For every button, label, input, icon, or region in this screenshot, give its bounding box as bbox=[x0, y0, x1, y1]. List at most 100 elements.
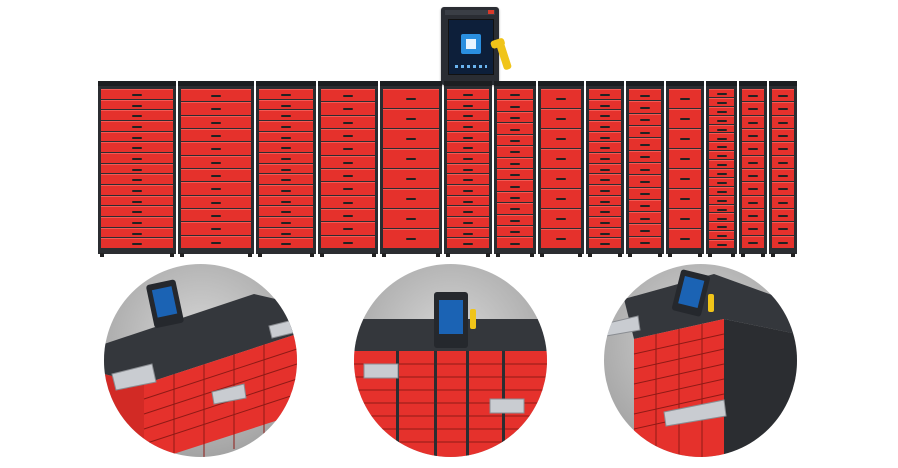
drawer[interactable] bbox=[259, 227, 313, 238]
drawer[interactable] bbox=[101, 217, 173, 227]
drawer[interactable] bbox=[541, 209, 581, 228]
drawer[interactable] bbox=[772, 195, 794, 208]
drawer[interactable] bbox=[259, 89, 313, 99]
drawer[interactable] bbox=[497, 134, 533, 146]
drawer[interactable] bbox=[321, 142, 375, 155]
drawer[interactable] bbox=[709, 151, 734, 160]
drawer[interactable] bbox=[383, 109, 439, 128]
drawer[interactable] bbox=[629, 125, 661, 138]
drawer[interactable] bbox=[259, 195, 313, 206]
drawer[interactable] bbox=[181, 168, 251, 182]
drawer[interactable] bbox=[321, 115, 375, 128]
drawer[interactable] bbox=[259, 185, 313, 195]
drawer[interactable] bbox=[629, 187, 661, 199]
drawer[interactable] bbox=[447, 99, 489, 110]
drawer[interactable] bbox=[447, 110, 489, 121]
drawer[interactable] bbox=[101, 185, 173, 195]
drawer[interactable] bbox=[497, 146, 533, 157]
drawer[interactable] bbox=[101, 142, 173, 153]
drawer[interactable] bbox=[497, 214, 533, 226]
drawer[interactable] bbox=[772, 235, 794, 248]
drawer[interactable] bbox=[772, 89, 794, 102]
drawer[interactable] bbox=[259, 99, 313, 110]
drawer[interactable] bbox=[629, 162, 661, 175]
drawer[interactable] bbox=[101, 227, 173, 238]
drawer[interactable] bbox=[589, 99, 621, 110]
drawer[interactable] bbox=[589, 110, 621, 121]
drawer[interactable] bbox=[709, 106, 734, 115]
drawer[interactable] bbox=[772, 155, 794, 168]
drawer[interactable] bbox=[101, 110, 173, 121]
drawer[interactable] bbox=[259, 163, 313, 174]
drawer[interactable] bbox=[497, 180, 533, 191]
drawer[interactable] bbox=[742, 222, 764, 235]
drawer[interactable] bbox=[742, 102, 764, 115]
drawer[interactable] bbox=[541, 229, 581, 248]
drawer[interactable] bbox=[447, 217, 489, 227]
drawer[interactable] bbox=[709, 204, 734, 213]
drawer[interactable] bbox=[383, 169, 439, 188]
drawer[interactable] bbox=[383, 129, 439, 148]
drawer[interactable] bbox=[629, 101, 661, 113]
drawer[interactable] bbox=[772, 168, 794, 182]
drawer[interactable] bbox=[772, 142, 794, 155]
drawer[interactable] bbox=[669, 89, 701, 108]
drawer[interactable] bbox=[259, 153, 313, 163]
drawer[interactable] bbox=[709, 115, 734, 124]
drawer[interactable] bbox=[181, 89, 251, 102]
drawer[interactable] bbox=[181, 182, 251, 195]
drawer[interactable] bbox=[629, 212, 661, 224]
drawer[interactable] bbox=[497, 100, 533, 111]
drawer[interactable] bbox=[497, 123, 533, 134]
drawer[interactable] bbox=[541, 189, 581, 208]
drawer[interactable] bbox=[321, 182, 375, 195]
drawer[interactable] bbox=[321, 195, 375, 208]
drawer[interactable] bbox=[101, 121, 173, 131]
drawer[interactable] bbox=[772, 128, 794, 142]
drawer[interactable] bbox=[742, 115, 764, 128]
drawer[interactable] bbox=[497, 226, 533, 237]
drawer[interactable] bbox=[447, 227, 489, 238]
drawer[interactable] bbox=[383, 189, 439, 208]
drawer[interactable] bbox=[541, 149, 581, 168]
drawer[interactable] bbox=[447, 153, 489, 163]
drawer[interactable] bbox=[259, 110, 313, 121]
drawer[interactable] bbox=[181, 102, 251, 115]
drawer[interactable] bbox=[497, 168, 533, 180]
drawer[interactable] bbox=[101, 206, 173, 217]
drawer[interactable] bbox=[101, 163, 173, 174]
drawer[interactable] bbox=[589, 174, 621, 185]
drawer[interactable] bbox=[321, 155, 375, 168]
drawer[interactable] bbox=[447, 185, 489, 195]
drawer[interactable] bbox=[181, 195, 251, 208]
drawer[interactable] bbox=[742, 89, 764, 102]
drawer[interactable] bbox=[742, 182, 764, 195]
drawer[interactable] bbox=[709, 222, 734, 231]
drawer[interactable] bbox=[742, 195, 764, 208]
drawer[interactable] bbox=[181, 235, 251, 248]
drawer[interactable] bbox=[259, 131, 313, 142]
drawer[interactable] bbox=[669, 109, 701, 128]
drawer[interactable] bbox=[669, 229, 701, 248]
drawer[interactable] bbox=[629, 138, 661, 150]
drawer[interactable] bbox=[589, 195, 621, 206]
drawer[interactable] bbox=[321, 222, 375, 235]
drawer[interactable] bbox=[541, 109, 581, 128]
drawer[interactable] bbox=[101, 153, 173, 163]
drawer[interactable] bbox=[383, 229, 439, 248]
drawer[interactable] bbox=[629, 199, 661, 212]
drawer[interactable] bbox=[383, 149, 439, 168]
drawer[interactable] bbox=[447, 238, 489, 249]
drawer[interactable] bbox=[742, 128, 764, 142]
drawer[interactable] bbox=[589, 185, 621, 195]
drawer[interactable] bbox=[589, 142, 621, 153]
drawer[interactable] bbox=[101, 195, 173, 206]
drawer[interactable] bbox=[589, 163, 621, 174]
drawer[interactable] bbox=[497, 191, 533, 203]
drawer[interactable] bbox=[321, 89, 375, 102]
drawer[interactable] bbox=[181, 128, 251, 142]
drawer[interactable] bbox=[447, 163, 489, 174]
drawer[interactable] bbox=[669, 209, 701, 228]
drawer[interactable] bbox=[259, 142, 313, 153]
drawer[interactable] bbox=[709, 169, 734, 177]
